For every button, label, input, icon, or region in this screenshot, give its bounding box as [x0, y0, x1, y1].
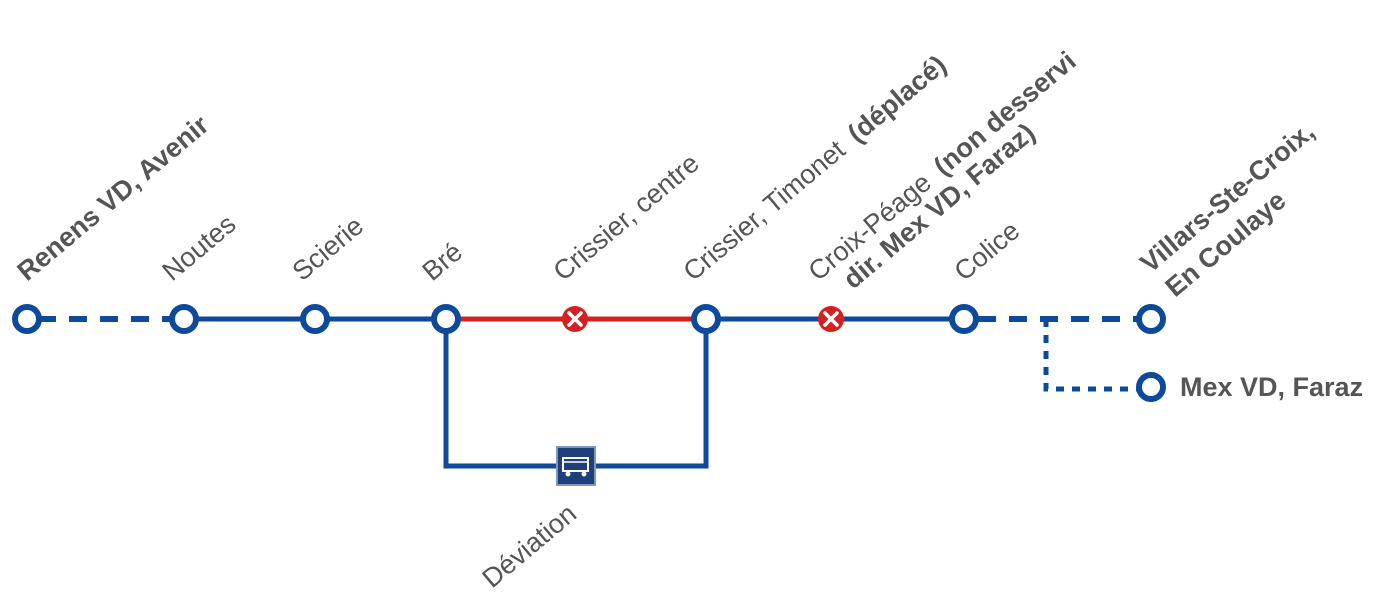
label-croix-peage: Croix-Péage (non desservi	[803, 46, 1082, 287]
stop-bre	[431, 304, 461, 334]
stop-colice	[949, 304, 979, 334]
label-detour: Déviation	[477, 498, 583, 593]
stop-scierie	[300, 304, 330, 334]
stop-timonet	[691, 304, 721, 334]
label-timonet: Crissier, Timonet (déplacé)	[678, 49, 952, 286]
label-bre: Bré	[417, 237, 468, 287]
stop-villars	[1136, 304, 1166, 334]
label-mex: Mex VD, Faraz	[1180, 372, 1363, 402]
branch-mex	[1043, 319, 1138, 392]
stop-mex	[1136, 372, 1166, 402]
detour-route	[443, 319, 709, 469]
label-timonet-note: (déplacé)	[842, 49, 952, 148]
stop-crissier-centre-closed	[562, 306, 588, 332]
stop-noutes	[169, 304, 199, 334]
stop-croix-peage-closed	[818, 306, 844, 332]
label-croix-peage-note2: dir. Mex VD, Faraz)	[838, 117, 1041, 294]
label-colice: Colice	[949, 215, 1026, 286]
stop-renens	[12, 304, 42, 334]
label-noutes: Noutes	[157, 209, 242, 287]
bus-icon	[556, 446, 596, 486]
label-scierie: Scierie	[287, 211, 370, 287]
